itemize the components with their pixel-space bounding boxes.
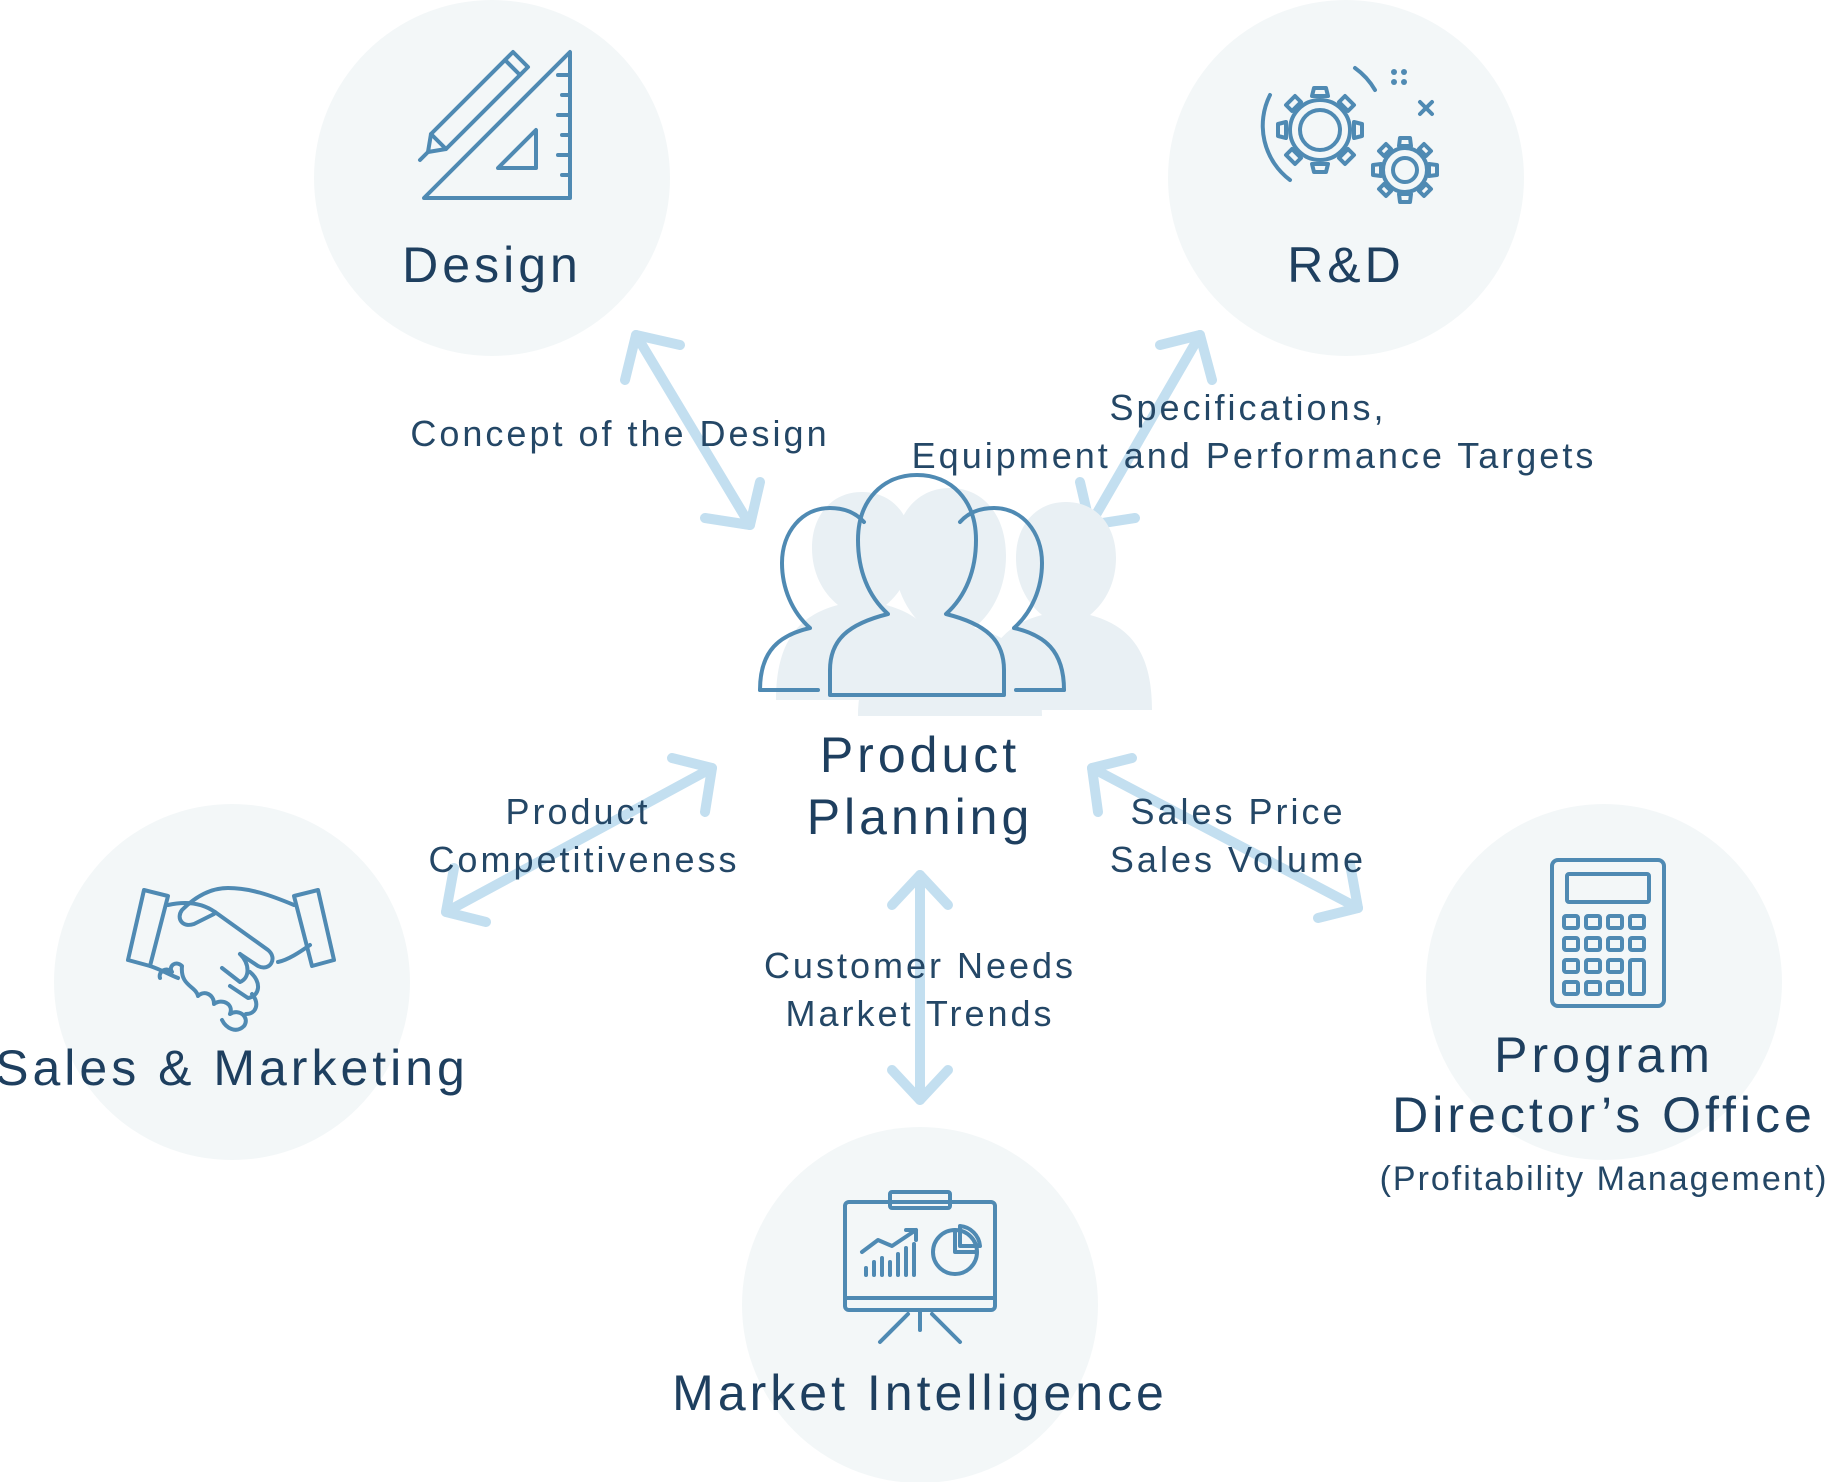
program-title-line-2: Director’s Office [1392,1087,1816,1143]
design-relation-arrow [620,330,765,530]
rnd-relation-label-line-1: Specifications, [1109,387,1386,428]
sales-bubble [54,804,410,1160]
center-title-line-2: Planning [807,789,1034,845]
market-relation-arrow [887,870,953,1105]
sales-title: Sales & Marketing [0,1040,469,1096]
market-title: Market Intelligence [672,1365,1168,1421]
presentation-chart-icon [843,1190,997,1344]
market-bubble [742,1127,1098,1482]
sales-relation-label-line-2: Competitiveness [428,839,739,880]
program-relation-label-line-2: Sales Volume [1110,839,1366,880]
rnd-title: R&D [1287,237,1405,293]
market-relation-label-line-1: Customer Needs [764,945,1076,986]
program-relation-label-line-1: Sales Price [1130,791,1345,832]
rnd-relation-label-line-2: Equipment and Performance Targets [912,435,1597,476]
rnd-relation-arrow [1075,330,1217,530]
center-title-line-1: Product [820,727,1020,783]
program-title-line-1: Program [1494,1027,1714,1083]
gears-icon [1260,66,1439,204]
program-subtitle: (Profitability Management) [1380,1160,1829,1198]
program-bubble [1426,804,1782,1160]
sales-relation-label-line-1: Product [505,791,650,832]
design-title: Design [402,237,582,293]
design-bubble [314,0,670,356]
handshake-icon [126,886,336,1032]
program-relation-arrow [1087,753,1363,923]
calculator-icon [1550,858,1666,1008]
market-relation-label-line-2: Market Trends [785,993,1054,1034]
rnd-bubble [1168,0,1524,356]
design-relation-label: Concept of the Design [410,413,829,454]
sales-relation-arrow [441,753,717,927]
pencil-triangle-ruler-icon [418,50,572,200]
people-group-icon [758,473,1152,716]
